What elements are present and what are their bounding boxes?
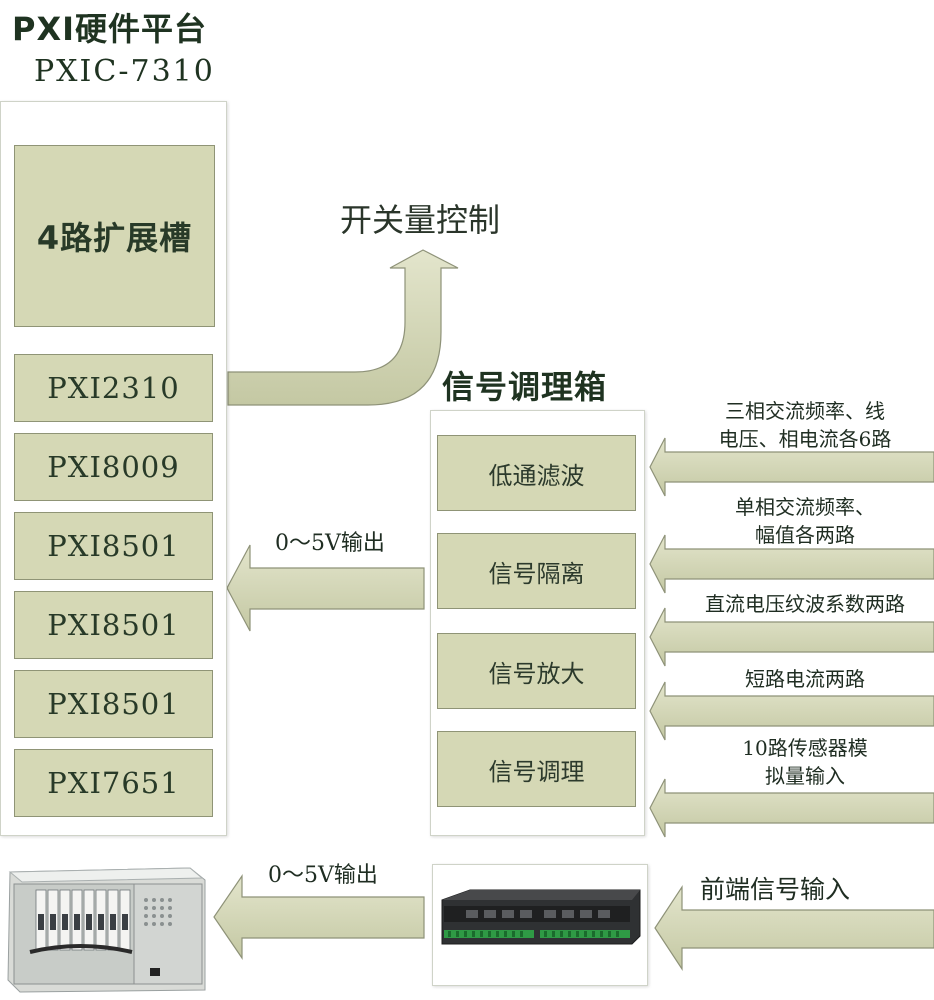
slot-pxi2310: PXI2310 bbox=[14, 354, 213, 422]
slot-pxi8501-c: PXI8501 bbox=[14, 670, 213, 738]
expansion-slot: 4路扩展槽 bbox=[14, 145, 215, 327]
slot-pxi7651: PXI7651 bbox=[14, 749, 213, 817]
stage-signal-conditioning: 信号调理 bbox=[437, 731, 636, 807]
input-label-1: 三相交流频率、线 电压、相电流各6路 bbox=[680, 397, 930, 453]
conditioning-device-frame bbox=[432, 864, 648, 986]
input-label-1-line2: 电压、相电流各6路 bbox=[718, 427, 892, 451]
input-label-2-line2: 幅值各两路 bbox=[755, 523, 855, 547]
input-label-5-line2: 拟量输入 bbox=[765, 764, 845, 788]
input-arrow-2 bbox=[649, 534, 934, 594]
switch-control-arrow bbox=[227, 249, 459, 406]
front-input-label: 前端信号输入 bbox=[700, 875, 851, 904]
platform-model: PXIC-7310 bbox=[34, 54, 215, 89]
stage-lowpass-filter: 低通滤波 bbox=[437, 435, 636, 511]
input-arrow-1 bbox=[649, 437, 934, 497]
input-label-3: 直流电压纹波系数两路 bbox=[680, 590, 930, 618]
input-label-2: 单相交流频率、 幅值各两路 bbox=[680, 493, 930, 549]
front-input-arrow bbox=[654, 884, 934, 972]
input-arrow-4 bbox=[649, 681, 934, 741]
slot-pxi8501-a: PXI8501 bbox=[14, 512, 213, 580]
conditioning-box-title: 信号调理箱 bbox=[442, 368, 608, 406]
stage-signal-isolation: 信号隔离 bbox=[437, 533, 636, 609]
lower-output-arrow bbox=[213, 874, 425, 960]
slot-pxi8501-b: PXI8501 bbox=[14, 591, 213, 659]
input-label-3-line1: 直流电压纹波系数两路 bbox=[705, 592, 905, 616]
input-arrow-5 bbox=[649, 778, 934, 838]
input-label-5-line1: 10路传感器模 bbox=[742, 736, 868, 760]
platform-title: PXI硬件平台 bbox=[12, 10, 208, 48]
input-label-2-line1: 单相交流频率、 bbox=[735, 495, 875, 519]
input-label-4: 短路电流两路 bbox=[680, 665, 930, 693]
switch-control-label: 开关量控制 bbox=[340, 201, 501, 239]
input-label-1-line1: 三相交流频率、线 bbox=[725, 399, 885, 423]
lower-output-label: 0～5V输出 bbox=[268, 863, 378, 888]
upper-output-label: 0～5V输出 bbox=[275, 531, 385, 556]
input-label-5: 10路传感器模 拟量输入 bbox=[680, 734, 930, 790]
upper-output-arrow bbox=[226, 544, 425, 632]
slot-pxi8009: PXI8009 bbox=[14, 433, 213, 501]
input-arrow-3 bbox=[649, 607, 934, 667]
input-label-4-line1: 短路电流两路 bbox=[745, 667, 865, 691]
stage-signal-amplification: 信号放大 bbox=[437, 633, 636, 709]
